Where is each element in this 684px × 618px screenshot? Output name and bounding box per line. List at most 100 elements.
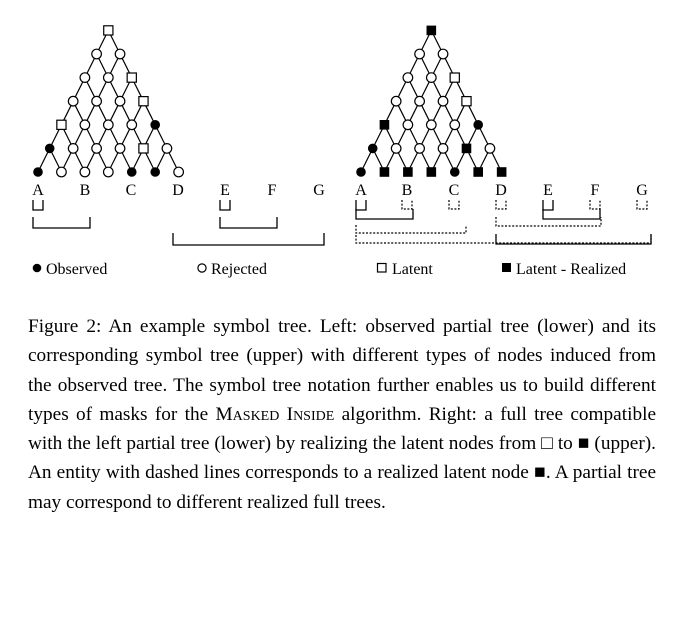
rejected-node-icon: [102, 119, 114, 131]
leaf-label-c: C: [449, 182, 460, 199]
rejected-node-icon: [67, 142, 79, 154]
rejected-node-icon: [91, 95, 102, 107]
dashed-bracket-b: [401, 200, 413, 210]
observed-node-icon: [33, 167, 43, 177]
symbol-tree-figure: A B C D E F G A B C D E F G: [32, 25, 652, 278]
rejected-node-icon: [390, 95, 402, 107]
dashed-bracket-a-g: [355, 235, 652, 244]
rejected-node-icon: [425, 119, 437, 131]
latent-legend-icon: [376, 262, 387, 273]
bracket-d-g: [172, 233, 325, 246]
rejected-node-icon: [79, 72, 91, 83]
dashed-bracket-d: [495, 200, 507, 210]
leaf-label-c: C: [126, 182, 137, 199]
rejected-node-icon: [414, 142, 426, 154]
left-symbol-tree: [33, 25, 185, 178]
rejected-node-icon: [91, 142, 102, 154]
latent-realized-legend-icon: [502, 263, 511, 272]
leaf-label-a: A: [32, 182, 44, 199]
realized-latent-node-icon: [473, 167, 483, 177]
observed-node-icon: [44, 143, 55, 154]
latent-node-icon: [103, 25, 114, 36]
observed-node-icon: [473, 120, 484, 130]
rejected-node-icon: [56, 166, 67, 178]
latent-node-icon: [126, 72, 137, 83]
realized-latent-node-icon: [496, 167, 507, 177]
bracket-e: [219, 200, 231, 211]
rejected-node-icon: [91, 48, 102, 60]
leaf-label-g: G: [313, 182, 325, 199]
legend-latent-label: Latent: [392, 261, 433, 278]
observed-legend-icon: [32, 263, 42, 273]
tree-edges: [360, 30, 503, 173]
rejected-node-icon: [414, 95, 426, 107]
dashed-bracket-g: [636, 200, 648, 210]
dashed-bracket-f: [589, 200, 601, 210]
caption-algorithm-name: Masked Inside: [215, 403, 335, 425]
bracket-a: [355, 200, 367, 211]
realized-latent-node-icon: [379, 167, 390, 177]
rejected-legend-icon: [197, 263, 207, 273]
latent-node-icon: [138, 95, 149, 107]
leaf-label-e: E: [220, 182, 230, 199]
rejected-node-icon: [79, 119, 91, 131]
left-partial-tree-brackets: [32, 200, 325, 246]
left-leaf-labels: A B C D E F G: [32, 182, 325, 199]
latent-node-icon: [56, 119, 67, 130]
rejected-node-icon: [414, 48, 426, 60]
rejected-node-icon: [425, 72, 437, 83]
legend-latent-realized-label: Latent - Realized: [516, 261, 626, 278]
rejected-node-icon: [161, 142, 173, 154]
dashed-bracket-d-f: [495, 217, 602, 227]
bracket-d-g: [495, 234, 652, 245]
figure-caption: Figure 2: An example symbol tree. Left: …: [28, 312, 656, 517]
rejected-node-icon: [484, 142, 496, 154]
observed-node-icon: [150, 167, 160, 177]
dashed-bracket-c: [448, 200, 460, 210]
rejected-node-icon: [437, 142, 449, 154]
latent-node-icon: [449, 72, 460, 83]
bracket-e-f: [542, 209, 601, 220]
observed-node-icon: [449, 167, 460, 177]
legend-observed-label: Observed: [46, 261, 107, 278]
rejected-node-icon: [437, 48, 449, 60]
rejected-node-icon: [437, 95, 449, 107]
dashed-bracket-a-c: [355, 225, 467, 234]
rejected-node-icon: [126, 119, 138, 131]
realized-latent-node-icon: [461, 143, 472, 154]
rejected-node-icon: [114, 95, 126, 107]
leaf-label-b: B: [402, 182, 413, 199]
rejected-node-icon: [79, 166, 91, 178]
right-full-tree-brackets: [355, 200, 652, 245]
observed-node-icon: [126, 167, 137, 177]
leaf-label-a: A: [355, 182, 367, 199]
latent-node-icon: [461, 95, 472, 107]
realized-latent-node-icon: [379, 120, 390, 130]
right-symbol-tree: [356, 25, 507, 177]
caption-text-part-2: algorithm. Right: a full tree compatible…: [28, 403, 657, 513]
bracket-a: [32, 200, 44, 211]
rejected-node-icon: [390, 142, 402, 154]
rejected-node-icon: [114, 142, 126, 154]
rejected-node-icon: [173, 166, 185, 178]
bracket-a-b: [32, 217, 91, 229]
leaf-label-f: F: [591, 182, 600, 199]
observed-node-icon: [356, 167, 366, 177]
right-realized-brackets: [355, 200, 652, 244]
leaf-label-f: F: [268, 182, 277, 199]
rejected-node-icon: [114, 48, 126, 60]
caption-text-part-1: An example symbol tree. Left: observed p…: [28, 316, 656, 425]
realized-latent-node-icon: [426, 25, 437, 36]
leaf-label-d: D: [172, 182, 184, 199]
leaf-label-d: D: [495, 182, 507, 199]
legend-rejected-label: Rejected: [211, 261, 267, 278]
bracket-e: [542, 200, 554, 211]
realized-latent-node-icon: [403, 167, 413, 177]
realized-latent-node-icon: [426, 167, 437, 177]
caption-prefix: Figure 2:: [28, 316, 102, 337]
rejected-node-icon: [402, 72, 414, 83]
observed-node-icon: [150, 120, 160, 130]
right-leaf-labels: A B C D E F G: [355, 182, 648, 199]
rejected-node-icon: [67, 95, 79, 107]
leaf-label-e: E: [543, 182, 553, 199]
